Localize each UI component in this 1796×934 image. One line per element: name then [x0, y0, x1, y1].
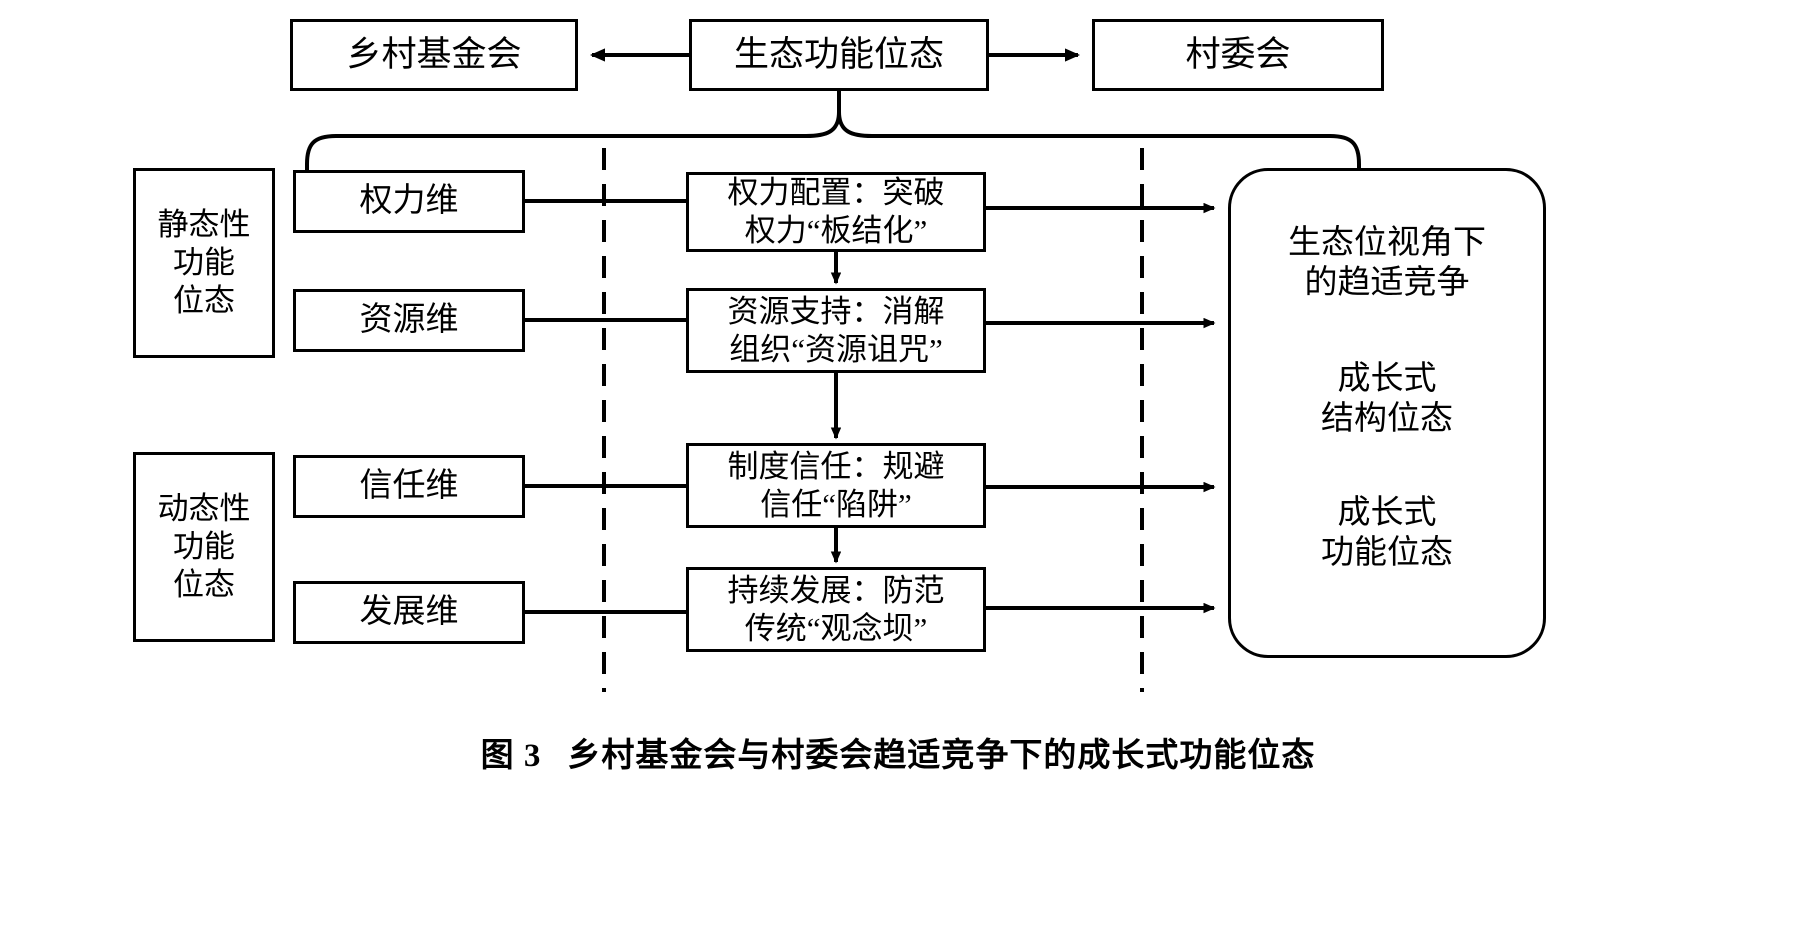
box-rural-foundation[interactable]: 乡村基金会 [290, 19, 578, 91]
box-dimension-trust-label: 信任维 [359, 468, 459, 505]
figure-caption-number: 图 3 [480, 738, 542, 774]
box-action-resource-support-line-1: 资源支持：消解 [727, 293, 945, 329]
box-dynamic-function-niche-line-1: 动态性 [157, 491, 251, 527]
box-dynamic-function-niche-line-3: 位态 [173, 566, 235, 602]
box-dynamic-function-niche[interactable]: 动态性 功能 位态 [133, 452, 275, 642]
outcome-top-line-2: 的趋适竞争 [1304, 265, 1470, 302]
box-action-sustainable-development[interactable]: 持续发展：防范 传统“观念坝” [686, 567, 986, 652]
box-static-function-niche-line-3: 位态 [173, 282, 235, 318]
box-static-function-niche-line-1: 静态性 [157, 207, 251, 243]
outcome-top-line-1: 生态位视角下 [1288, 225, 1486, 261]
box-village-committee[interactable]: 村委会 [1092, 19, 1384, 91]
box-static-function-niche-line-2: 功能 [173, 245, 235, 281]
outcome-bottom-text: 成长式 功能位态 [1231, 493, 1543, 574]
outcome-middle-line-1: 成长式 [1337, 361, 1437, 397]
box-dimension-development[interactable]: 发展维 [293, 581, 525, 644]
box-dimension-power[interactable]: 权力维 [293, 170, 525, 233]
figure-caption: 图 3 乡村基金会与村委会趋适竞争下的成长式功能位态 [0, 728, 1796, 776]
box-dimension-development-label: 发展维 [359, 594, 459, 631]
box-action-institutional-trust-line-1: 制度信任：规避 [727, 448, 945, 484]
box-action-resource-support-line-2: 组织“资源诅咒” [729, 331, 943, 367]
box-dimension-trust[interactable]: 信任维 [293, 455, 525, 518]
brace-ecoNiche-split [305, 91, 1361, 176]
outcome-middle-text: 成长式 结构位态 [1231, 359, 1543, 440]
box-dimension-resource[interactable]: 资源维 [293, 289, 525, 352]
box-dynamic-function-niche-line-2: 功能 [173, 529, 235, 565]
box-static-function-niche[interactable]: 静态性 功能 位态 [133, 168, 275, 358]
box-action-sustainable-development-line-2: 传统“观念坝” [744, 610, 928, 646]
box-ecological-function-niche[interactable]: 生态功能位态 [689, 19, 989, 91]
box-action-power-allocation-line-2: 权力“板结化” [744, 213, 928, 248]
outcome-top-text: 生态位视角下 的趋适竞争 [1231, 223, 1543, 304]
box-action-institutional-trust[interactable]: 制度信任：规避 信任“陷阱” [686, 443, 986, 528]
box-dimension-power-label: 权力维 [359, 183, 459, 220]
figure-caption-text: 乡村基金会与村委会趋适竞争下的成长式功能位态 [567, 738, 1316, 774]
outcome-bottom-line-1: 成长式 [1337, 495, 1437, 531]
box-village-committee-label: 村委会 [1185, 34, 1291, 74]
box-rural-foundation-label: 乡村基金会 [346, 34, 522, 74]
box-action-power-allocation-line-1: 权力配置：突破 [727, 175, 945, 211]
box-action-resource-support[interactable]: 资源支持：消解 组织“资源诅咒” [686, 288, 986, 373]
box-action-power-allocation[interactable]: 权力配置：突破 权力“板结化” [686, 172, 986, 252]
outcome-middle-line-2: 结构位态 [1321, 401, 1453, 438]
box-action-sustainable-development-line-1: 持续发展：防范 [727, 572, 945, 608]
outcome-bottom-line-2: 功能位态 [1321, 535, 1453, 572]
box-action-institutional-trust-line-2: 信任“陷阱” [760, 486, 912, 522]
box-ecological-function-niche-label: 生态功能位态 [733, 34, 944, 74]
box-dimension-resource-label: 资源维 [359, 302, 459, 339]
box-outcome-adaptive-competition[interactable]: 生态位视角下 的趋适竞争 成长式 结构位态 成长式 功能位态 [1228, 168, 1546, 658]
